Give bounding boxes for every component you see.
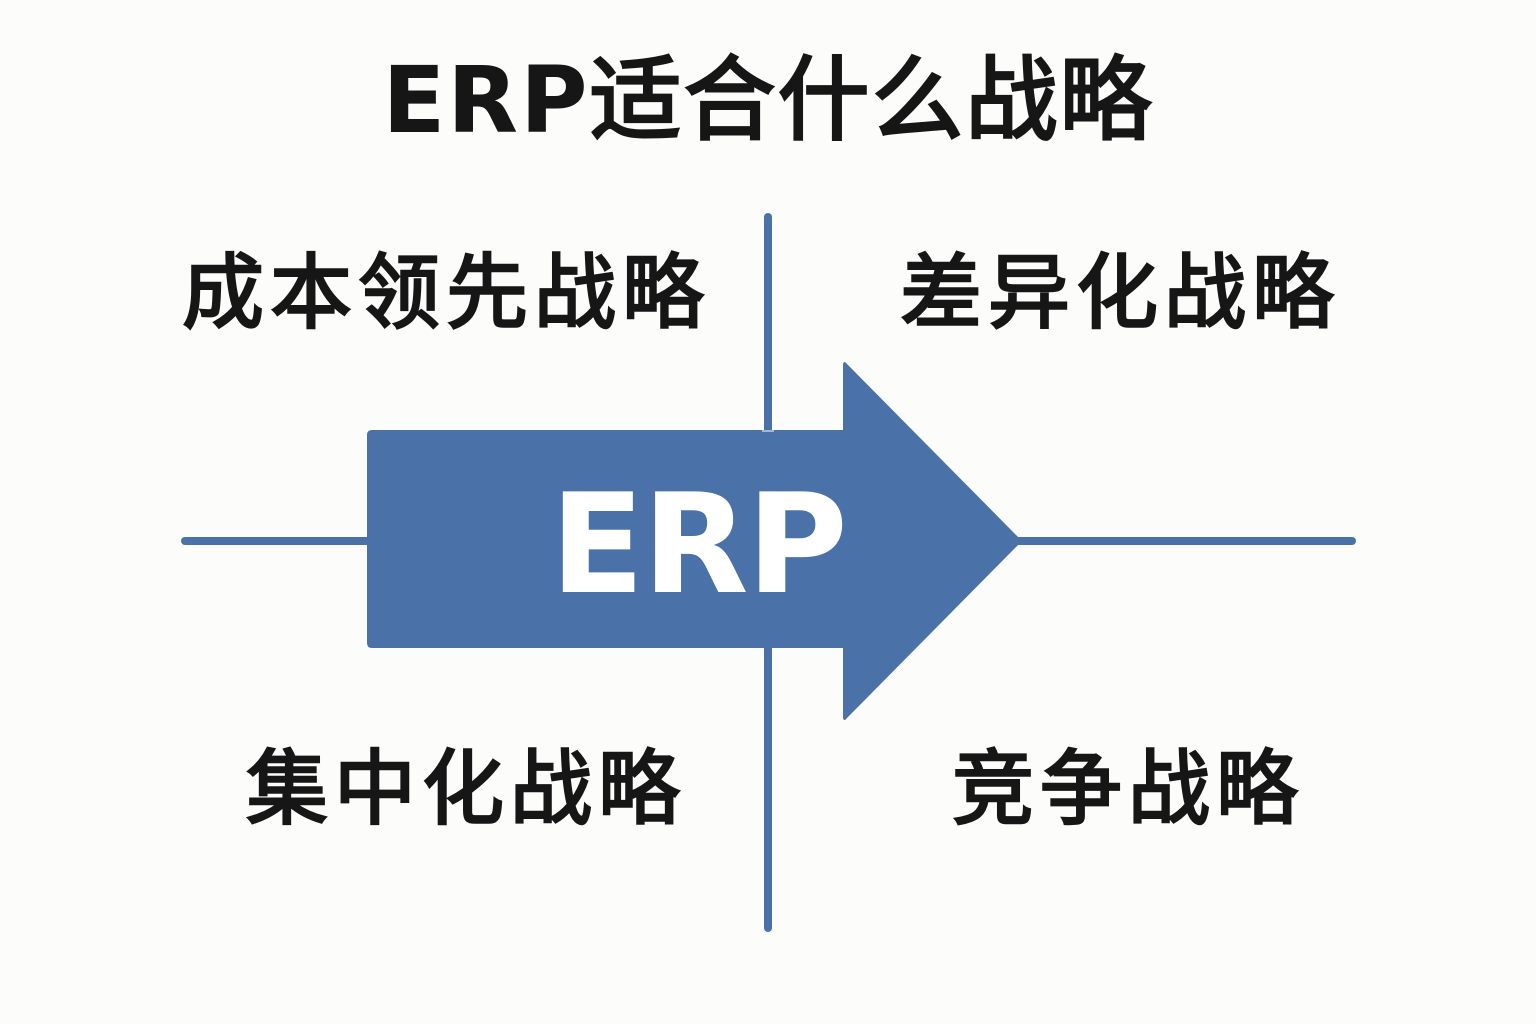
quadrant-label-focus: 集中化战略 — [246, 742, 687, 837]
erp-arrow — [367, 362, 1022, 720]
quadrant-label-competitive: 竞争战略 — [952, 742, 1305, 837]
erp-arrow-label: ERP — [550, 464, 848, 625]
quadrant-label-differentiation: 差异化战略 — [900, 246, 1341, 341]
quadrant-label-cost-leadership: 成本领先战略 — [182, 246, 711, 341]
diagram-title: ERP适合什么战略 — [382, 47, 1154, 154]
